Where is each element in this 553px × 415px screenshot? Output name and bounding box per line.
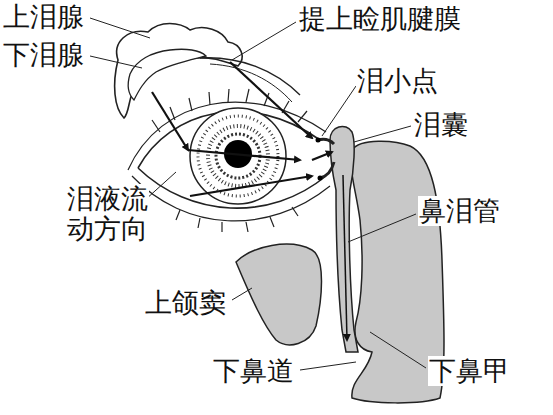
part-label: 提上睑肌腱膜 [298, 4, 462, 34]
aponeurosis [210, 64, 292, 102]
lower-gland [128, 49, 206, 100]
part-label: 上颌窦 [144, 288, 227, 318]
aponeurosis [200, 58, 300, 95]
part-label: 泪囊 [413, 110, 469, 140]
part-label: 泪液流动方向 [66, 184, 149, 244]
upper-gland [115, 24, 242, 119]
iris [190, 108, 286, 204]
canaliculi [318, 139, 334, 178]
part-label: 下泪腺 [2, 40, 85, 70]
maxillary-sinus [236, 244, 322, 345]
part-label: 上泪腺 [2, 2, 85, 32]
part-label: 鼻泪管 [418, 196, 501, 226]
part-label: 下鼻甲 [428, 356, 511, 386]
part-label: 下鼻道 [212, 356, 295, 386]
flow-arrows [152, 62, 332, 196]
flow-arrow [343, 175, 347, 340]
punctum [318, 176, 323, 181]
punctum [316, 138, 321, 143]
part-label: 泪小点 [356, 66, 439, 96]
